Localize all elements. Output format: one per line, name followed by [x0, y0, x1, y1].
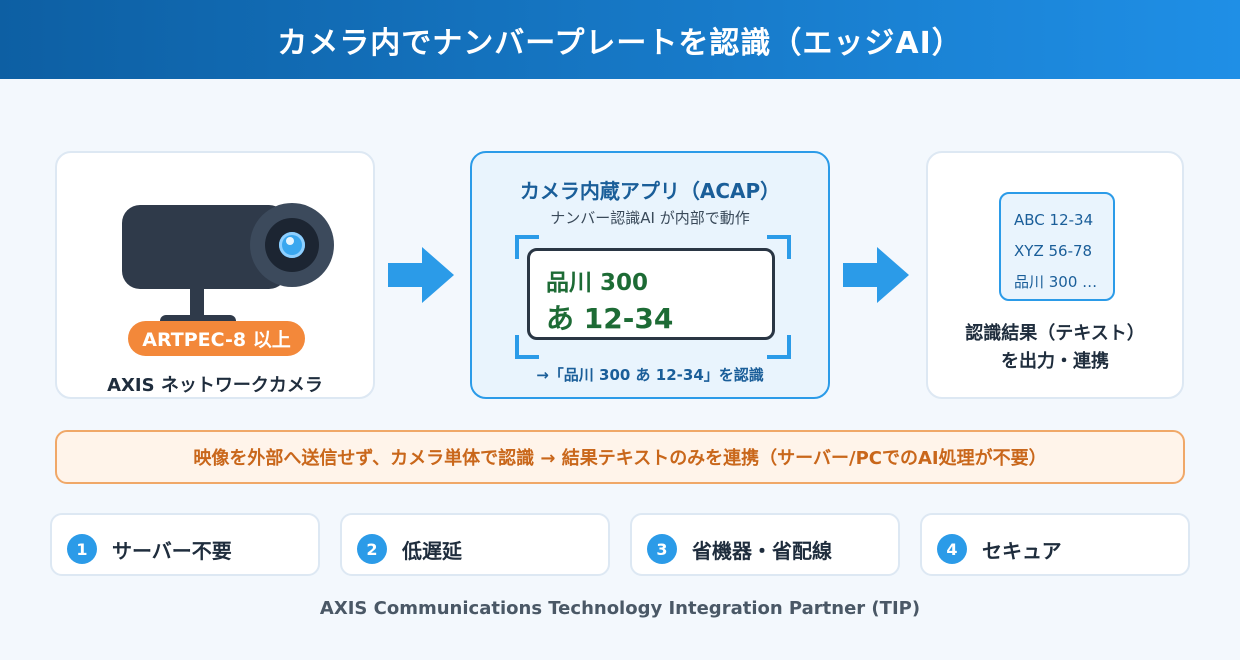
feature-label: セキュア: [982, 539, 1062, 563]
feature-label: サーバー不要: [112, 539, 232, 563]
scan-bracket-icon: [767, 335, 791, 359]
feature-number-badge: 2: [357, 534, 387, 564]
feature-card: 1 サーバー不要: [50, 513, 320, 576]
feature-label: 低遅延: [402, 539, 462, 563]
license-plate: 品川 300 あ 12-34: [527, 248, 775, 340]
camera-lens-glint: [286, 237, 294, 245]
camera-stand: [190, 287, 204, 321]
result-list: ABC 12-34 XYZ 56-78 品川 300 …: [999, 192, 1115, 301]
feature-card: 2 低遅延: [340, 513, 610, 576]
camera-card: ARTPEC-8 以上 AXIS ネットワークカメラ: [55, 151, 375, 399]
scan-bracket-icon: [515, 235, 539, 259]
camera-lens-glass: [279, 232, 305, 258]
output-label-line2: を出力・連携: [1001, 351, 1109, 372]
plate-serial: あ 12-34: [546, 302, 674, 335]
list-item: 品川 300 …: [1014, 273, 1098, 291]
acap-title: カメラ内蔵アプリ（ACAP）: [519, 179, 781, 203]
feature-number-badge: 3: [647, 534, 677, 564]
artpec-badge: ARTPEC-8 以上: [128, 321, 305, 356]
output-label-line1: 認識結果（テキスト）: [965, 323, 1145, 344]
arrow-right-icon: [388, 247, 454, 303]
feature-card: 4 セキュア: [920, 513, 1190, 576]
output-label: 認識結果（テキスト） を出力・連携: [928, 320, 1182, 376]
arrow-right-icon: [843, 247, 909, 303]
plate-region-number: 品川 300: [546, 270, 649, 296]
scan-bracket-icon: [767, 235, 791, 259]
feature-card: 3 省機器・省配線: [630, 513, 900, 576]
feature-number-badge: 4: [937, 534, 967, 564]
footer-text: AXIS Communications Technology Integrati…: [319, 598, 921, 619]
feature-label: 省機器・省配線: [692, 539, 832, 563]
output-card: ABC 12-34 XYZ 56-78 品川 300 … 認識結果（テキスト） …: [926, 151, 1184, 399]
acap-card: カメラ内蔵アプリ（ACAP） ナンバー認識AI が内部で動作 品川 300 あ …: [470, 151, 830, 399]
list-item: XYZ 56-78: [1014, 242, 1093, 260]
list-item: ABC 12-34: [1014, 211, 1094, 229]
page-title: カメラ内でナンバープレートを認識（エッジAI）: [277, 25, 963, 61]
feature-number-badge: 1: [67, 534, 97, 564]
acap-result: →「品川 300 あ 12-34」を認識: [536, 366, 764, 384]
scan-bracket-icon: [515, 335, 539, 359]
header-banner: カメラ内でナンバープレートを認識（エッジAI）: [0, 0, 1240, 79]
summary-text: 映像を外部へ送信せず、カメラ単体で認識 → 結果テキストのみを連携（サーバー/P…: [193, 448, 1047, 469]
acap-subtitle: ナンバー認識AI が内部で動作: [550, 209, 750, 227]
summary-banner: 映像を外部へ送信せず、カメラ単体で認識 → 結果テキストのみを連携（サーバー/P…: [55, 430, 1185, 484]
camera-label: AXIS ネットワークカメラ: [107, 375, 323, 396]
